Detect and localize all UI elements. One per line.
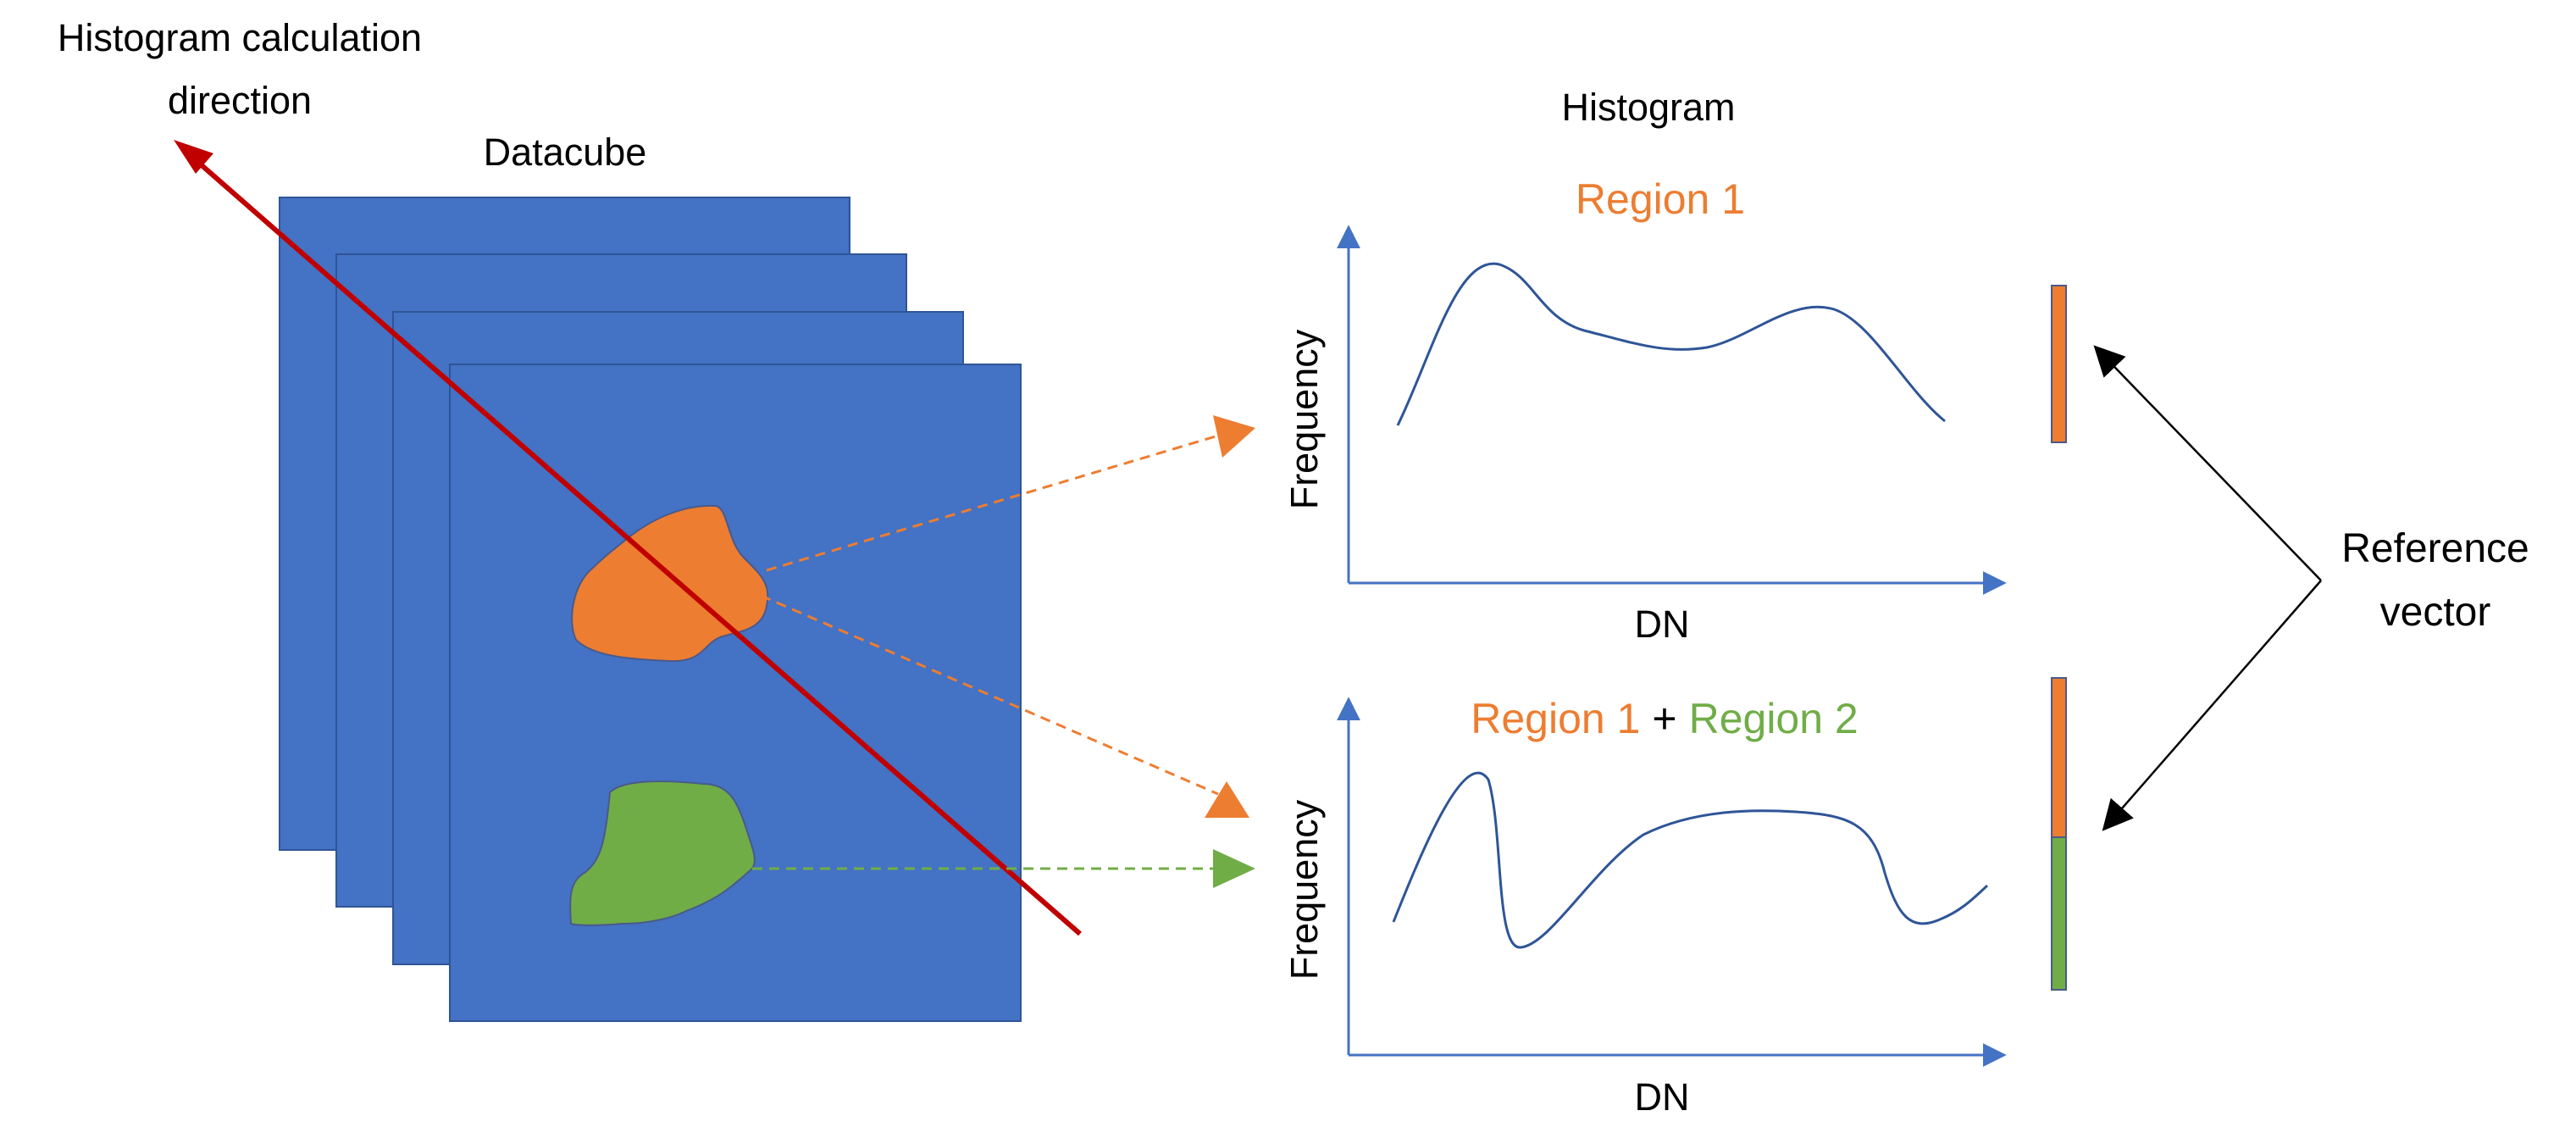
bottom-plot-title: Region 1 + Region 2 (1471, 695, 1859, 742)
reference-arrows (2093, 345, 2322, 831)
bottom-reference-bar-region1 (2051, 677, 2067, 838)
reference-arrow-top (2093, 345, 2322, 581)
reference-vectors (2051, 285, 2067, 991)
region1-top-arrowhead (1213, 415, 1255, 458)
region2-blob (569, 780, 756, 926)
region1-title: Region 1 (1576, 175, 1745, 223)
histogram-label: Histogram (1561, 86, 1735, 129)
top-plot-ylabel: Frequency (1282, 329, 1326, 509)
region2-arrowhead (1213, 849, 1255, 888)
dashed-connectors (745, 415, 1255, 888)
bottom-plot-ylabel: Frequency (1282, 799, 1326, 980)
bottom-title-region2: Region 2 (1689, 695, 1859, 742)
top-histogram-plot (1337, 225, 2007, 595)
direction-arrow (174, 140, 1082, 936)
datacube-label: Datacube (484, 131, 647, 174)
bottom-title-region1: Region 1 (1471, 695, 1640, 742)
region1-bottom-arrowhead (1205, 781, 1249, 818)
top-plot-xlabel: DN (1635, 603, 1690, 646)
top-histogram-curve (1396, 262, 1946, 426)
datacube-layer-4 (449, 364, 1022, 1022)
bottom-histogram-curve (1392, 771, 1989, 949)
direction-label-line1: Histogram calculation (58, 16, 422, 59)
region1-blob (571, 504, 769, 663)
bottom-title-plus: + (1652, 695, 1676, 742)
reference-label-line1: Reference (2341, 526, 2529, 571)
reference-arrow-bottom (2102, 580, 2322, 831)
reference-label-line2: vector (2380, 590, 2491, 635)
region1-to-top-plot-connector (766, 432, 1225, 572)
top-reference-bar-region1 (2051, 285, 2067, 443)
bottom-plot-xlabel: DN (1635, 1075, 1690, 1119)
direction-label-line2: direction (168, 79, 312, 122)
region1-to-bottom-plot-connector (745, 587, 1219, 796)
bottom-reference-bar-region2 (2051, 836, 2067, 991)
bottom-histogram-plot (1337, 697, 2007, 1067)
